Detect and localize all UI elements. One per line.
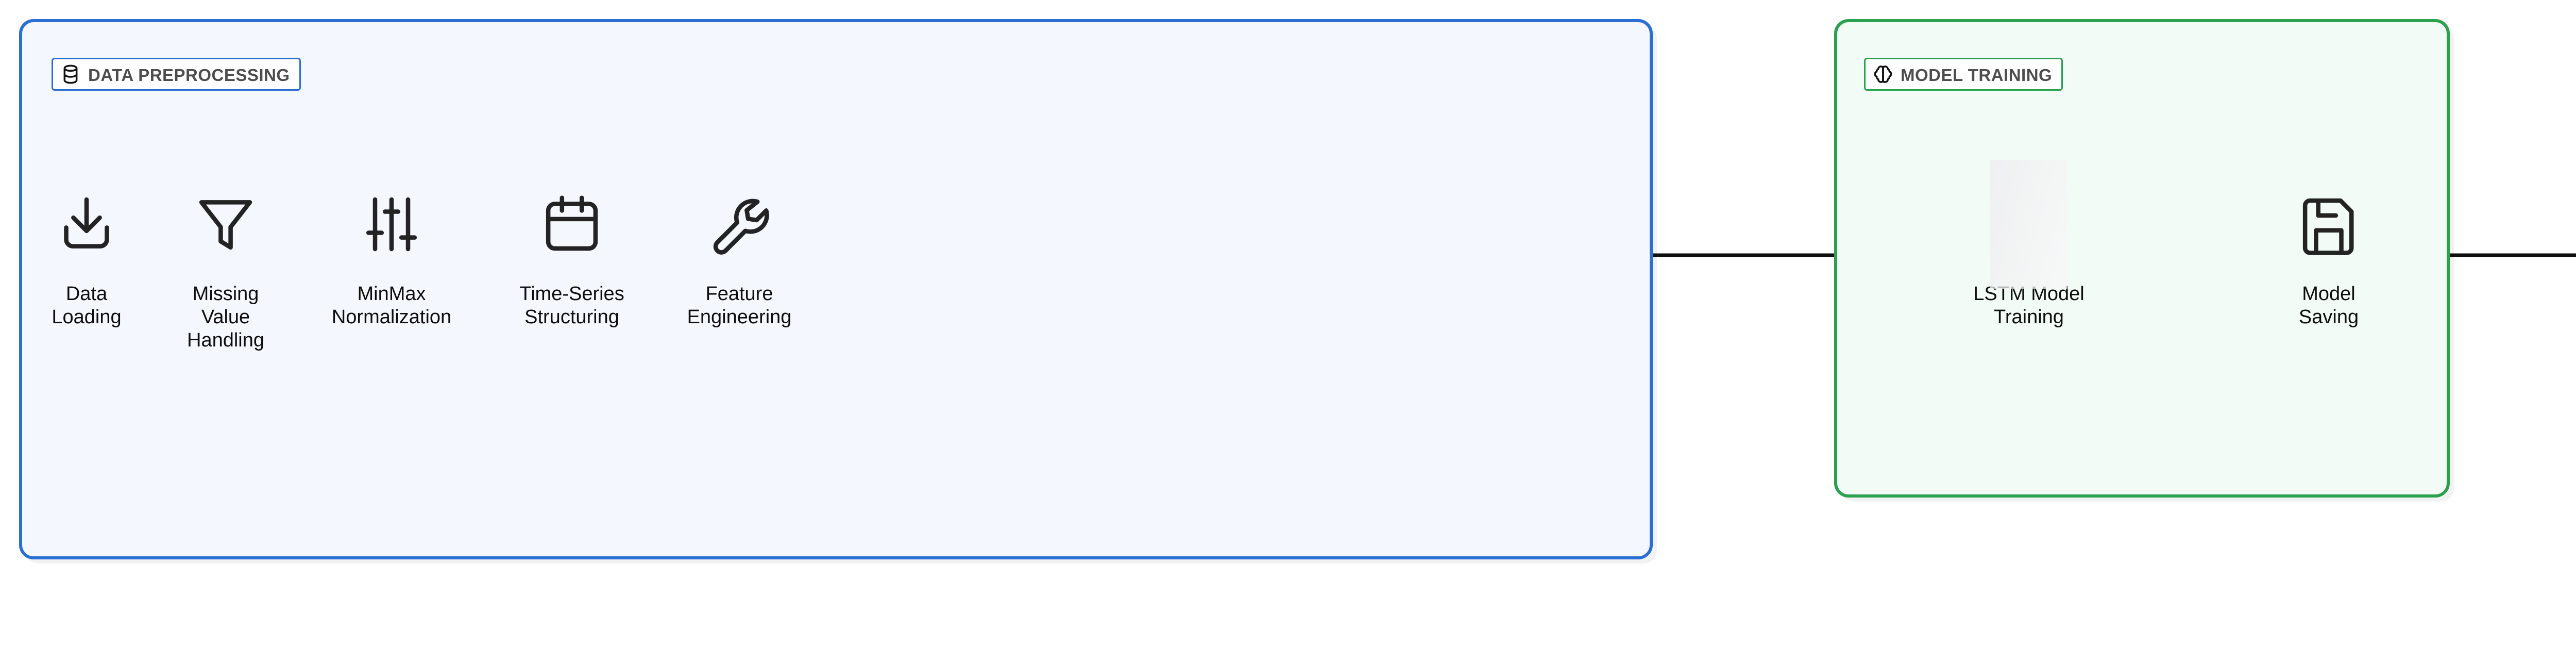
node-missing-value-handling[interactable]: Missing Value Handling [148,175,303,352]
group-label-data-preprocessing: DATA PREPROCESSING [52,58,301,91]
brain-icon [1873,64,1893,85]
node-time-series-structuring[interactable]: Time-Series Structuring [495,175,649,329]
database-icon [60,64,81,85]
node-data-loading[interactable]: Data Loading [9,175,164,329]
node-label: Missing Value Handling [187,283,264,351]
group-label-text: DATA PREPROCESSING [88,65,290,85]
node-lstm-model-training[interactable]: LSTM Model Training [1952,160,2106,329]
node-label: Data Loading [52,283,122,328]
group-label-text: MODEL TRAINING [1901,65,2053,85]
node-label: Feature Engineering [687,283,792,328]
funnel-filter-icon [193,175,259,273]
node-model-saving[interactable]: Model Saving [2251,175,2406,329]
wrench-icon [706,175,772,273]
node-feature-engineering[interactable]: Feature Engineering [662,175,817,329]
calendar-icon [539,175,605,273]
node-label: Model Saving [2298,283,2359,328]
broken-image-placeholder [1990,160,2067,289]
group-model-training[interactable] [1834,19,2450,498]
floppy-save-icon [2296,175,2362,273]
download-tray-icon [54,175,120,273]
node-label: MinMax Normalization [331,283,452,328]
node-label: Time-Series Structuring [519,283,624,328]
node-label: LSTM Model Training [1973,283,2084,328]
group-label-model-training: MODEL TRAINING [1864,58,2063,91]
node-minmax-normalization[interactable]: MinMax Normalization [314,175,469,329]
sliders-tune-icon [359,175,425,273]
group-data-preprocessing[interactable] [19,19,1653,559]
